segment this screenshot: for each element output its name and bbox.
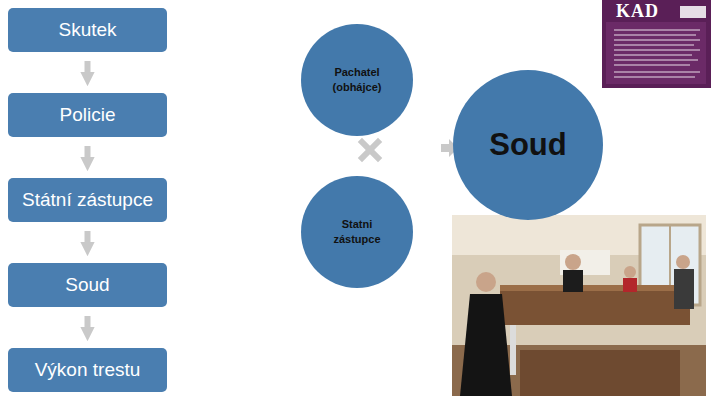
courtroom-photo xyxy=(452,215,706,396)
step-label: Výkon trestu xyxy=(35,359,141,381)
step-label: Státní zástupce xyxy=(22,189,153,211)
role-circle: Statni zástupce xyxy=(301,176,413,288)
flow-arrow xyxy=(85,146,91,164)
book-cover xyxy=(602,0,711,88)
process-box: Soud xyxy=(8,263,167,307)
step-label: Policie xyxy=(60,104,116,126)
circle-outline xyxy=(301,24,413,136)
process-box: Policie xyxy=(8,93,167,137)
process-box: Skutek xyxy=(8,8,167,52)
book-title: KAD xyxy=(616,1,659,22)
flow-arrow xyxy=(85,316,91,334)
role-circle: Pachatel (obhájce) xyxy=(301,24,413,136)
role-label: Pachatel (obhájce) xyxy=(325,65,389,95)
role-label: Soud xyxy=(489,127,567,163)
role-label: Statni zástupce xyxy=(325,217,389,247)
flow-arrow xyxy=(85,231,91,249)
role-circle: Soud xyxy=(453,70,603,220)
process-box: Výkon trestu xyxy=(8,348,167,392)
circle-outline xyxy=(301,176,413,288)
flow-arrow xyxy=(85,61,91,79)
process-box: Státní zástupce xyxy=(8,178,167,222)
cross-symbol xyxy=(362,142,378,158)
step-label: Skutek xyxy=(58,19,116,41)
step-label: Soud xyxy=(65,274,109,296)
